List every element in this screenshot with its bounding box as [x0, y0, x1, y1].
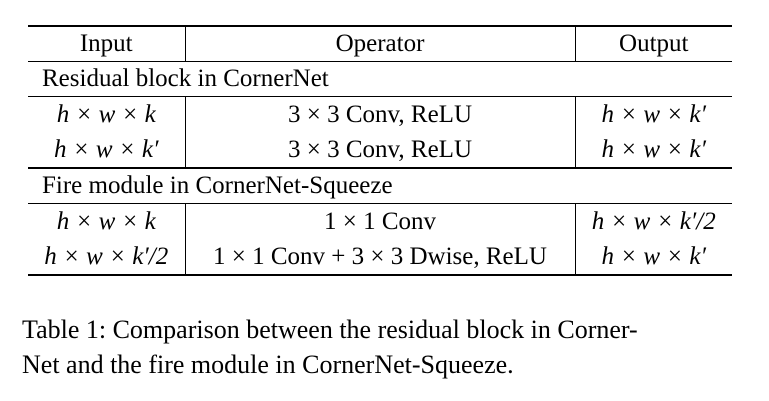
- comparison-table-container: Input Operator Output Residual block in …: [28, 25, 732, 276]
- cell-output: h × w × k′: [601, 100, 706, 128]
- caption-line-2: Net and the fire module in CornerNet-Squ…: [22, 350, 514, 379]
- cell-input: h × w × k: [28, 96, 186, 132]
- table-header-row: Input Operator Output: [28, 25, 732, 62]
- header-operator: Operator: [185, 25, 576, 62]
- section-row-residual: Residual block in CornerNet: [28, 61, 732, 97]
- cell-operator: 3 × 3 Conv, ReLU: [185, 132, 576, 168]
- header-input: Input: [28, 25, 186, 62]
- caption-line-1: Table 1: Comparison between the residual…: [22, 315, 638, 344]
- cell-input: h × w × k′: [28, 132, 186, 168]
- table-row: h × w × k′/2 1 × 1 Conv + 3 × 3 Dwise, R…: [28, 239, 732, 276]
- section-title: Fire module in CornerNet-Squeeze: [28, 167, 732, 204]
- table-caption: Table 1: Comparison between the residual…: [22, 312, 742, 382]
- comparison-table: Input Operator Output Residual block in …: [28, 25, 732, 276]
- cell-input: h × w × k: [28, 203, 186, 239]
- section-row-fire: Fire module in CornerNet-Squeeze: [28, 167, 732, 204]
- cell-input: h × w × k′/2: [28, 239, 186, 276]
- cell-output: h × w × k′: [575, 239, 732, 276]
- cell-operator: 3 × 3 Conv, ReLU: [185, 96, 576, 132]
- cell-operator: 1 × 1 Conv: [185, 203, 576, 239]
- cell-output: h × w × k′/2: [591, 207, 716, 235]
- table-row: h × w × k′ 3 × 3 Conv, ReLU h × w × k′: [28, 132, 732, 168]
- cell-output: h × w × k′: [601, 135, 706, 163]
- header-output: Output: [575, 25, 732, 62]
- table-row: h × w × k 1 × 1 Conv h × w × k′/2: [28, 203, 732, 239]
- section-title: Residual block in CornerNet: [28, 61, 732, 97]
- cell-operator: 1 × 1 Conv + 3 × 3 Dwise, ReLU: [185, 239, 576, 276]
- table-row: h × w × k 3 × 3 Conv, ReLU h × w × k′: [28, 96, 732, 132]
